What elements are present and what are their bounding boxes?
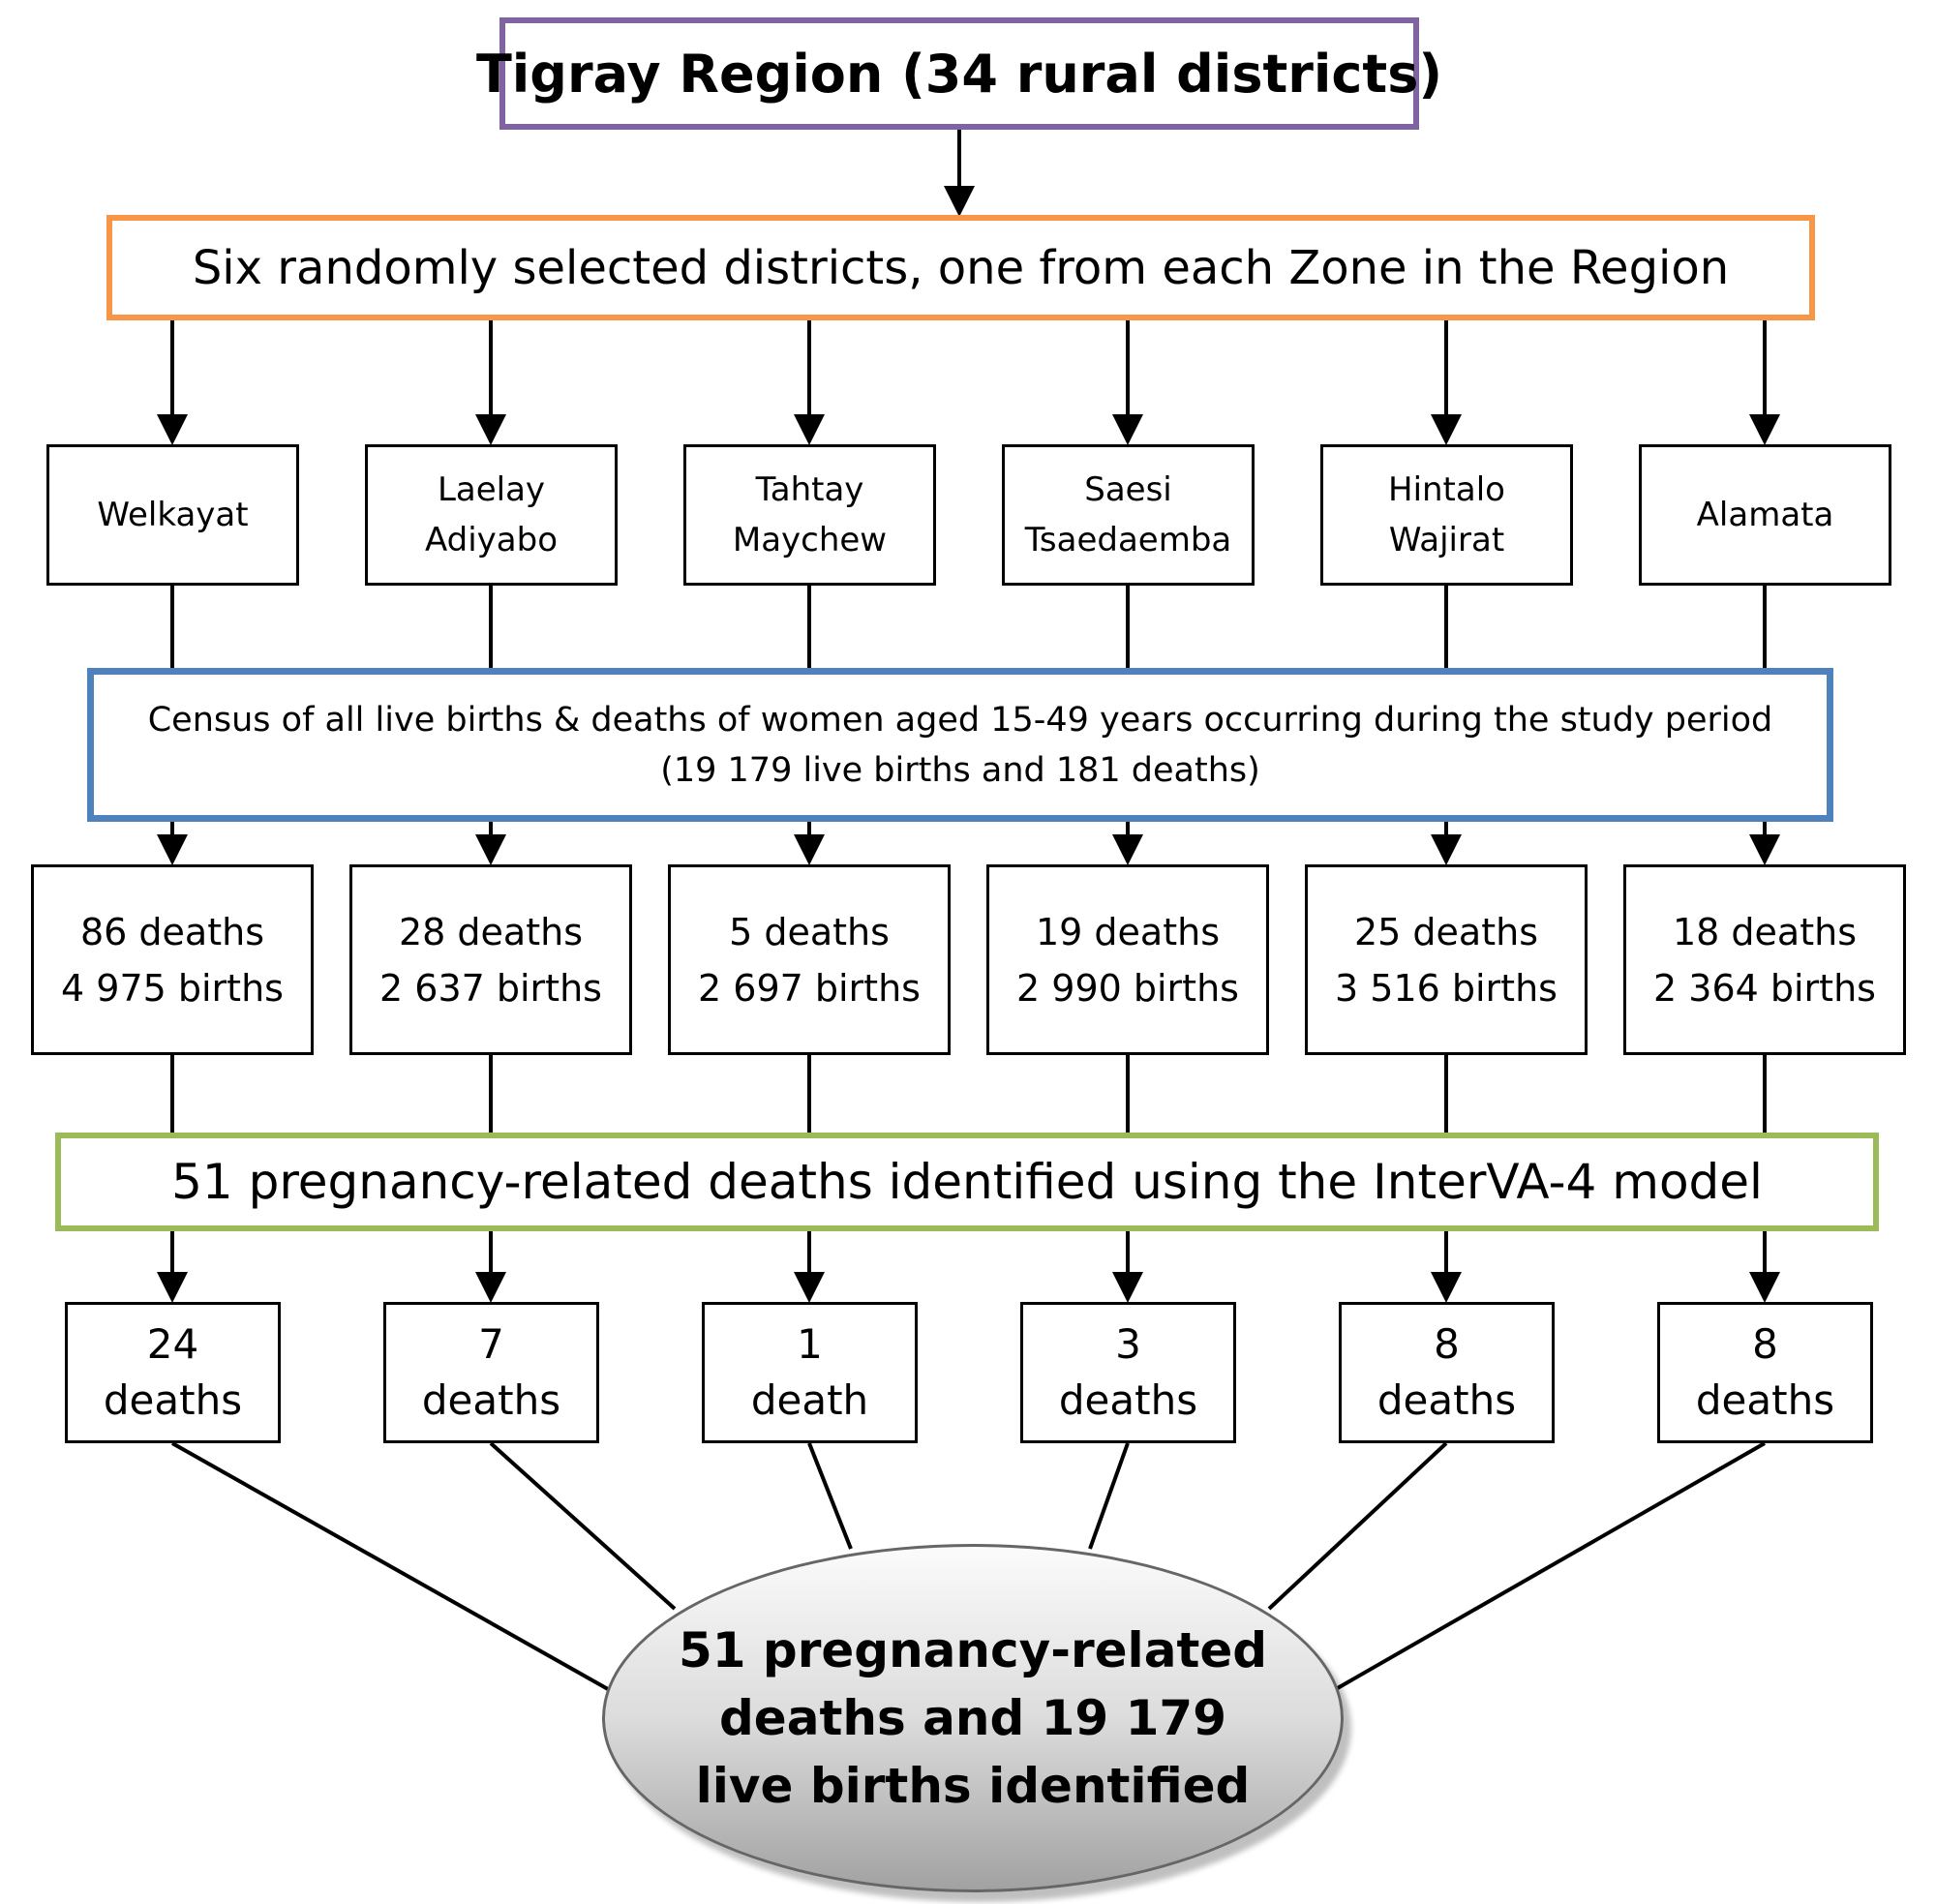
pregnancy-deaths-unit: deaths	[1695, 1376, 1835, 1424]
district-name-line: Welkayat	[97, 496, 249, 534]
district-name-line: Alamata	[1696, 496, 1834, 534]
tigray-region-box: Tigray Region (34 rural districts)	[476, 17, 1442, 130]
pregnancy-deaths-number: 8	[1434, 1320, 1460, 1368]
line-pregnancy-deaths-to-summary	[1088, 1442, 1130, 1550]
interva-text: 51 pregnancy-related deaths identified u…	[171, 1154, 1763, 1210]
tigray-region-title: Tigray Region (34 rural districts)	[475, 43, 1443, 105]
district-deaths-count: 25 deaths	[1354, 910, 1538, 953]
district-name-line: Tsaedaemba	[1024, 521, 1232, 559]
district-deaths-count: 19 deaths	[1036, 910, 1220, 953]
district-counts-box: 86 deaths 4 975 births	[31, 864, 314, 1055]
pregnancy-deaths-number: 8	[1752, 1320, 1778, 1368]
district-counts-box: 19 deaths 2 990 births	[986, 864, 1269, 1055]
interva-box: 51 pregnancy-related deaths identified u…	[55, 1133, 1879, 1231]
district-births-count: 2 697 births	[698, 966, 921, 1010]
line-pregnancy-deaths-to-summary	[807, 1442, 853, 1550]
district-deaths-count: 86 deaths	[80, 910, 264, 953]
pregnancy-deaths-box: 1 death	[702, 1302, 918, 1443]
pregnancy-deaths-unit: death	[750, 1376, 869, 1424]
district-counts-box: 18 deaths 2 364 births	[1623, 864, 1906, 1055]
district-births-count: 4 975 births	[61, 966, 284, 1010]
pregnancy-deaths-number: 3	[1115, 1320, 1141, 1368]
census-box: Census of all live births & deaths of wo…	[87, 668, 1833, 822]
district-deaths-count: 28 deaths	[399, 910, 583, 953]
pregnancy-deaths-number: 7	[478, 1320, 504, 1368]
district-name-line: Wajirat	[1388, 521, 1505, 559]
line-pregnancy-deaths-to-summary	[171, 1441, 609, 1691]
district-counts-box: 25 deaths 3 516 births	[1305, 864, 1588, 1055]
pregnancy-deaths-number: 24	[146, 1320, 199, 1368]
pregnancy-deaths-box: 8 deaths	[1339, 1302, 1555, 1443]
pregnancy-deaths-box: 3 deaths	[1020, 1302, 1236, 1443]
district-box: Alamata	[1639, 444, 1891, 586]
summary-line: live births identified	[695, 1758, 1251, 1814]
pregnancy-deaths-unit: deaths	[1058, 1376, 1198, 1424]
district-name-line: Hintalo	[1388, 470, 1505, 509]
district-name-line: Maychew	[732, 521, 888, 559]
district-counts-box: 5 deaths 2 697 births	[668, 864, 951, 1055]
district-births-count: 2 990 births	[1016, 966, 1239, 1010]
line-pregnancy-deaths-to-summary	[1267, 1441, 1448, 1611]
pregnancy-deaths-box: 24 deaths	[65, 1302, 281, 1443]
summary-line: deaths and 19 179	[719, 1690, 1226, 1746]
line-pregnancy-deaths-to-summary	[1335, 1441, 1766, 1691]
summary-line: 51 pregnancy-related	[678, 1622, 1268, 1678]
pregnancy-deaths-box: 7 deaths	[383, 1302, 599, 1443]
district-name-line: Saesi	[1084, 470, 1172, 509]
district-births-count: 2 364 births	[1653, 966, 1876, 1010]
pregnancy-deaths-unit: deaths	[421, 1376, 561, 1424]
pregnancy-deaths-box: 8 deaths	[1657, 1302, 1873, 1443]
pregnancy-deaths-unit: deaths	[103, 1376, 243, 1424]
district-name-line: Laelay	[437, 470, 546, 509]
district-deaths-count: 18 deaths	[1673, 910, 1857, 953]
census-line-1: Census of all live births & deaths of wo…	[147, 700, 1773, 740]
district-name-line: Tahtay	[755, 470, 864, 509]
district-births-count: 2 637 births	[379, 966, 602, 1010]
district-deaths-count: 5 deaths	[729, 910, 890, 953]
pregnancy-deaths-unit: deaths	[1376, 1376, 1517, 1424]
pregnancy-deaths-number: 1	[797, 1320, 823, 1368]
district-selection-text: Six randomly selected districts, one fro…	[192, 240, 1730, 295]
line-pregnancy-deaths-to-summary	[489, 1441, 677, 1611]
district-name-line: Adiyabo	[424, 521, 559, 559]
district-counts-box: 28 deaths 2 637 births	[349, 864, 632, 1055]
district-box: Welkayat	[46, 444, 299, 586]
summary-ellipse: 51 pregnancy-related deaths and 19 179 liv…	[602, 1544, 1344, 1892]
census-line-2: (19 179 live births and 181 deaths)	[660, 750, 1260, 790]
district-births-count: 3 516 births	[1335, 966, 1558, 1010]
district-selection-box: Six randomly selected districts, one fro…	[106, 215, 1815, 320]
